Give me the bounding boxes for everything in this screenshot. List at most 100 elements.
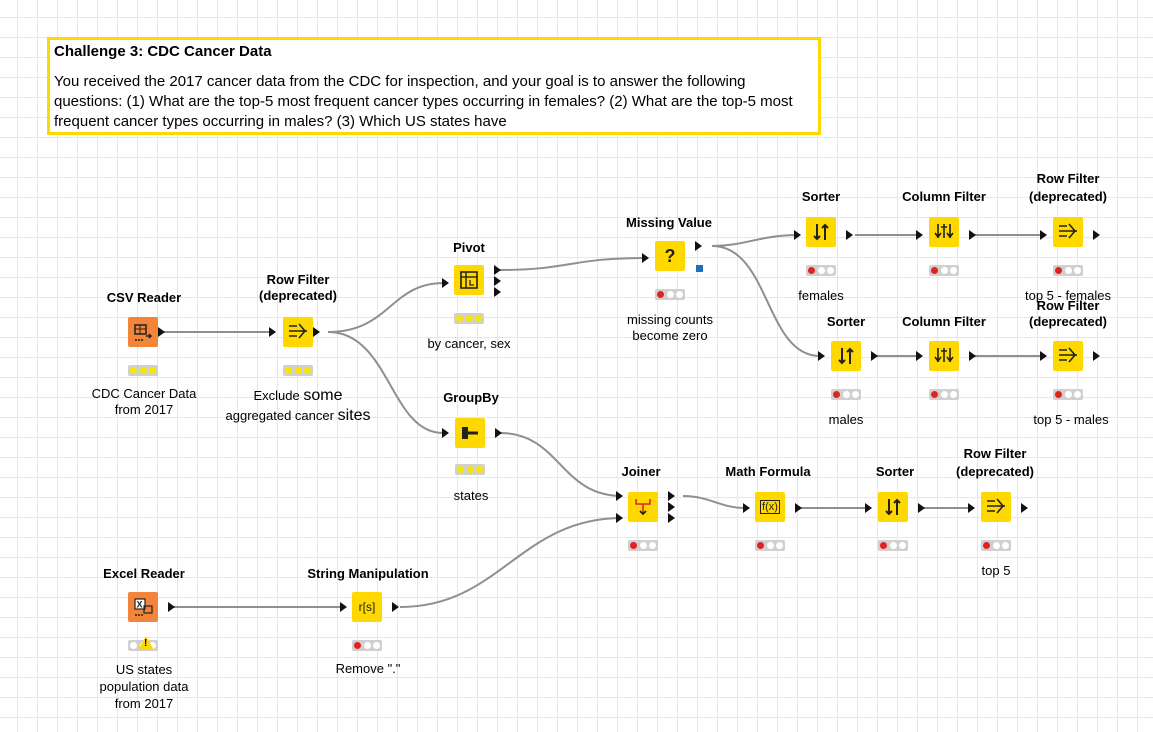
column-filter-icon — [934, 224, 954, 239]
row-filter-1-input-port[interactable] — [269, 327, 276, 337]
excel-reader-output-port[interactable] — [168, 602, 175, 612]
csv-reader-output-port[interactable] — [158, 327, 165, 337]
connection-groupby-joiner — [499, 432, 623, 497]
sorter-top-status — [878, 540, 908, 551]
column-filter-females-node[interactable] — [929, 217, 959, 247]
excel-reader-node[interactable]: X — [128, 592, 158, 622]
joiner-node[interactable] — [628, 492, 658, 522]
node-label-row-filter-top-a: Row Filter — [963, 446, 1027, 461]
sorter-males-output-port[interactable] — [871, 351, 878, 361]
pivot-icon — [460, 271, 478, 289]
connection-string-joiner — [399, 517, 623, 608]
joiner-input-port-1[interactable] — [616, 491, 623, 501]
excel-reader-caption-2: population data — [99, 679, 189, 694]
column-filter-females-input-port[interactable] — [916, 230, 923, 240]
column-filter-males-node[interactable] — [929, 341, 959, 371]
row-filter-icon — [1059, 347, 1077, 363]
node-label-csv-reader: CSV Reader — [106, 290, 182, 305]
sorter-females-node[interactable] — [806, 217, 836, 247]
row-filter-females-status — [1053, 265, 1083, 276]
missing-value-model-port[interactable] — [696, 265, 703, 272]
groupby-output-port[interactable] — [495, 428, 502, 438]
sorter-males-input-port[interactable] — [818, 351, 825, 361]
node-label-sorter-males: Sorter — [826, 314, 866, 329]
sort-icon — [813, 223, 829, 241]
missing-value-input-port[interactable] — [642, 253, 649, 263]
groupby-input-port[interactable] — [442, 428, 449, 438]
pivot-output-port-2[interactable] — [494, 276, 501, 286]
sorter-females-caption: females — [798, 288, 844, 303]
node-label-string-manipulation: String Manipulation — [307, 566, 429, 581]
row-filter-females-output-port[interactable] — [1093, 230, 1100, 240]
column-filter-females-status — [929, 265, 959, 276]
connection-pivot-missing — [499, 257, 646, 271]
row-filter-females-node[interactable] — [1053, 217, 1083, 247]
pivot-output-port-3[interactable] — [494, 287, 501, 297]
groupby-icon — [462, 427, 478, 439]
row-filter-1-node[interactable] — [283, 317, 313, 347]
column-filter-males-output-port[interactable] — [969, 351, 976, 361]
column-filter-icon — [934, 348, 954, 363]
groupby-node[interactable] — [455, 418, 485, 448]
sorter-females-status — [806, 265, 836, 276]
row-filter-top-input-port[interactable] — [968, 503, 975, 513]
joiner-output-port-2[interactable] — [668, 502, 675, 512]
math-formula-output-port[interactable] — [795, 503, 802, 513]
sorter-top-output-port[interactable] — [918, 503, 925, 513]
row-filter-top-output-port[interactable] — [1021, 503, 1028, 513]
row-filter-icon — [289, 323, 307, 339]
sorter-top-input-port[interactable] — [865, 503, 872, 513]
row-filter-icon — [1059, 223, 1077, 239]
node-label-excel-reader: Excel Reader — [103, 566, 185, 581]
warning-icon: ! — [138, 636, 154, 650]
sorter-females-output-port[interactable] — [846, 230, 853, 240]
row-filter-males-output-port[interactable] — [1093, 351, 1100, 361]
string-manipulation-node[interactable]: r[s] — [352, 592, 382, 622]
pivot-node[interactable] — [454, 265, 484, 295]
sorter-males-status — [831, 389, 861, 400]
row-filter-1-output-port[interactable] — [313, 327, 320, 337]
missing-value-icon: ? — [664, 245, 676, 266]
pivot-output-port-1[interactable] — [494, 265, 501, 275]
row-filter-top-status — [981, 540, 1011, 551]
csv-reader-node[interactable] — [128, 317, 158, 347]
excel-reader-caption-3: from 2017 — [114, 696, 174, 711]
joiner-output-port-3[interactable] — [668, 513, 675, 523]
string-manipulation-output-port[interactable] — [392, 602, 399, 612]
csv-reader-caption-1: CDC Cancer Data — [91, 386, 197, 401]
node-label-row-filter-top-b: (deprecated) — [955, 464, 1035, 479]
node-label-row-filter-1a: Row Filter — [266, 272, 330, 287]
string-manipulation-input-port[interactable] — [340, 602, 347, 612]
joiner-output-port-1[interactable] — [668, 491, 675, 501]
row-filter-males-node[interactable] — [1053, 341, 1083, 371]
math-formula-status — [755, 540, 785, 551]
sorter-males-caption: males — [828, 412, 864, 427]
row-filter-males-input-port[interactable] — [1040, 351, 1047, 361]
math-formula-node[interactable]: f(x) — [755, 492, 785, 522]
sorter-females-input-port[interactable] — [794, 230, 801, 240]
pivot-input-port[interactable] — [442, 278, 449, 288]
row-filter-icon — [987, 498, 1005, 514]
column-filter-females-output-port[interactable] — [969, 230, 976, 240]
node-label-row-filter-females-a: Row Filter — [1036, 171, 1100, 186]
row-filter-females-caption: top 5 - females — [1025, 288, 1111, 303]
row-filter-males-status — [1053, 389, 1083, 400]
row-filter-1-caption-2: aggregated cancer sites — [225, 407, 371, 424]
string-manipulation-status — [352, 640, 382, 651]
missing-value-caption-1: missing counts — [627, 312, 713, 327]
node-label-pivot: Pivot — [453, 240, 485, 255]
sorter-top-node[interactable] — [878, 492, 908, 522]
sorter-males-node[interactable] — [831, 341, 861, 371]
workflow-annotation[interactable]: Challenge 3: CDC Cancer Data You receive… — [47, 37, 821, 135]
missing-value-output-port[interactable] — [695, 241, 702, 251]
row-filter-females-input-port[interactable] — [1040, 230, 1047, 240]
row-filter-top-node[interactable] — [981, 492, 1011, 522]
missing-value-node[interactable]: ? — [655, 241, 685, 271]
row-filter-1-status — [283, 365, 313, 376]
joiner-input-port-2[interactable] — [616, 513, 623, 523]
column-filter-males-status — [929, 389, 959, 400]
groupby-caption: states — [453, 488, 489, 503]
column-filter-males-input-port[interactable] — [916, 351, 923, 361]
math-formula-input-port[interactable] — [743, 503, 750, 513]
node-label-row-filter-females-b: (deprecated) — [1028, 189, 1108, 204]
